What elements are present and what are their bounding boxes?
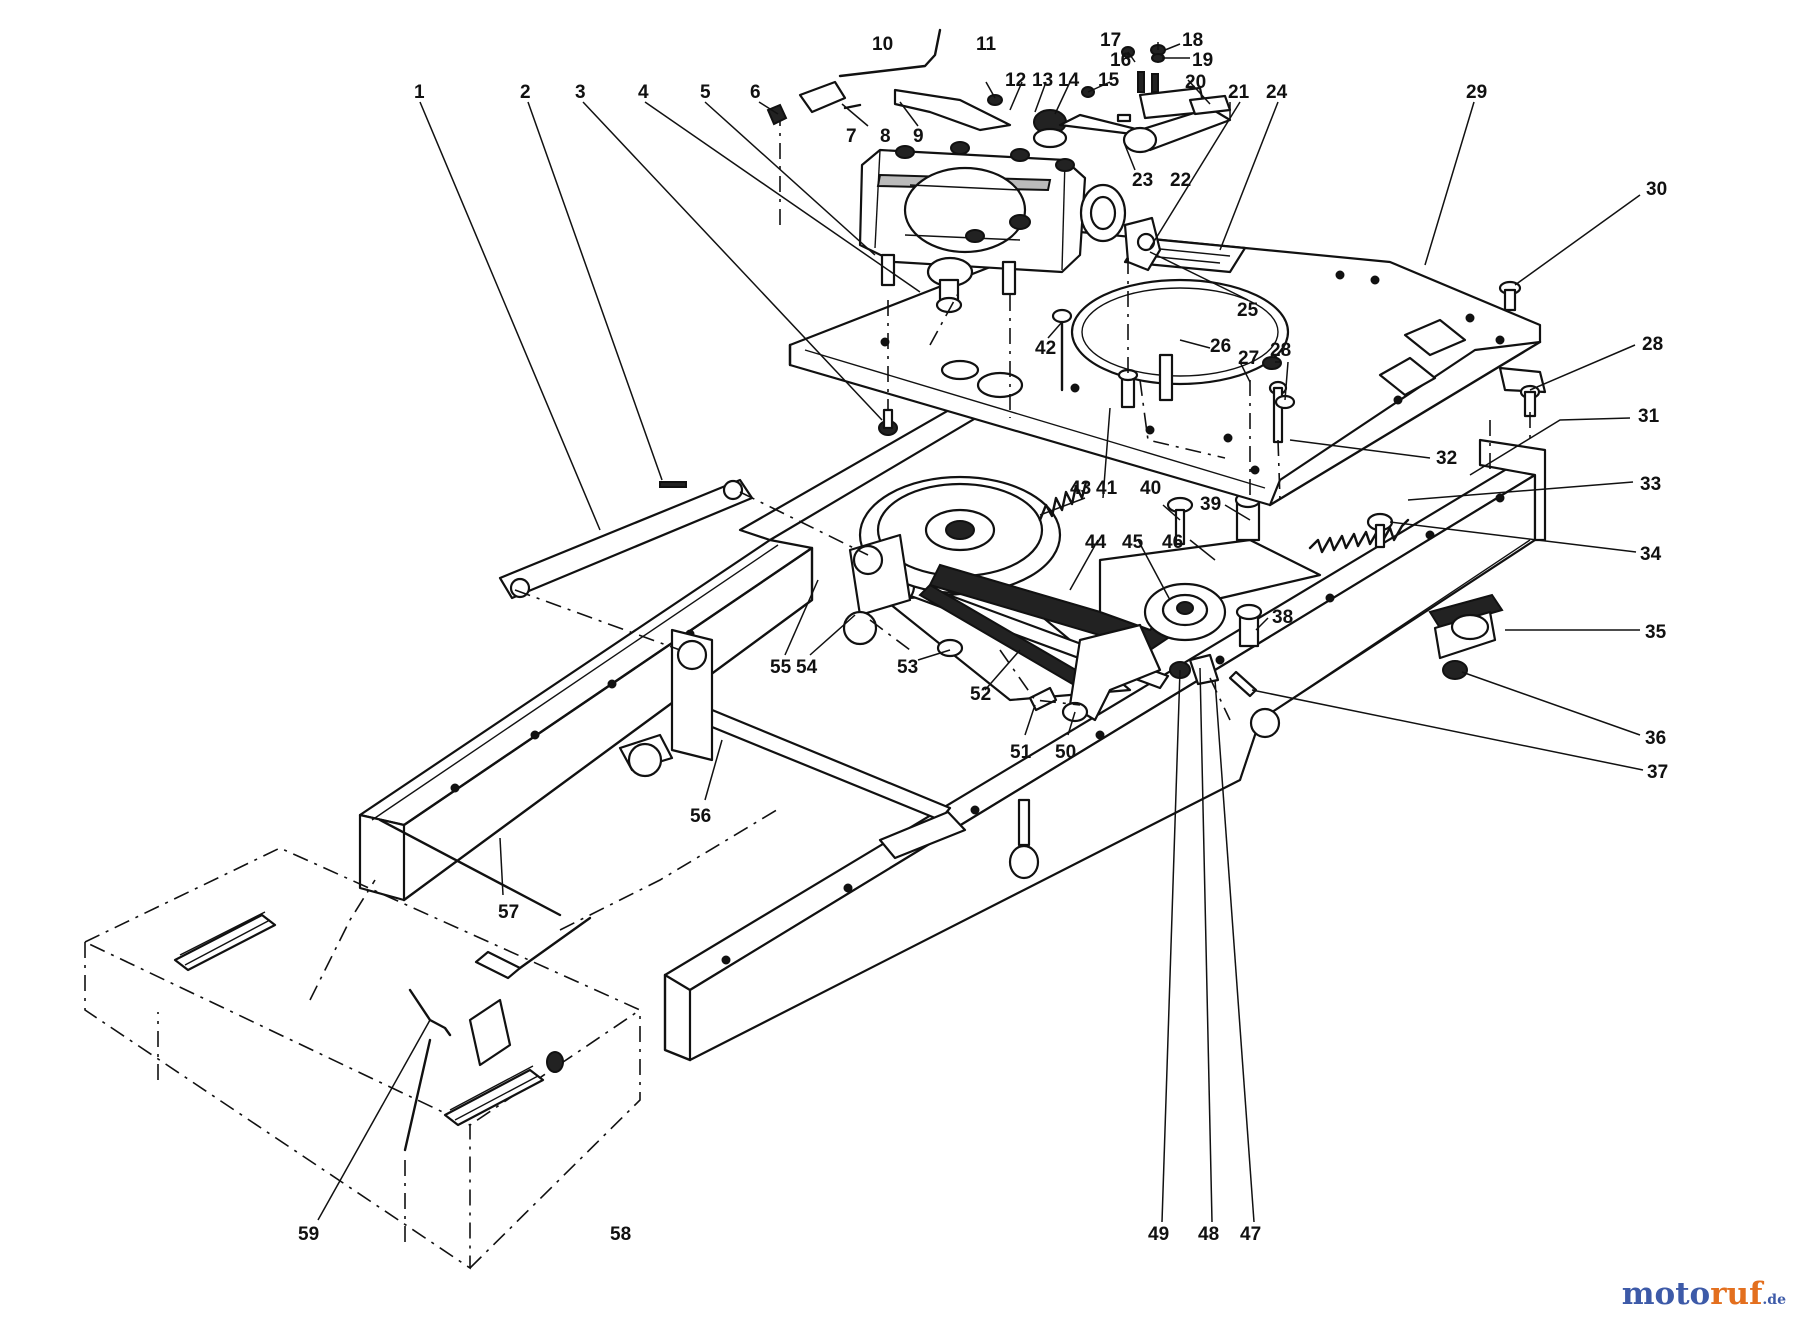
callout-9: 9	[913, 126, 924, 147]
callout-26: 26	[1210, 336, 1231, 357]
callout-42: 42	[1035, 338, 1056, 359]
callout-47: 47	[1240, 1224, 1261, 1245]
callout-28a: 28	[1270, 340, 1291, 361]
callout-19: 19	[1192, 50, 1213, 71]
callout-24: 24	[1266, 82, 1288, 103]
shift-linkage	[766, 28, 1232, 154]
callout-17: 17	[1100, 30, 1121, 51]
assembly-lines	[514, 120, 1531, 931]
front-box	[83, 847, 642, 1270]
callout-14: 14	[1058, 70, 1080, 91]
callout-41: 41	[1096, 478, 1118, 499]
callout-27: 27	[1238, 348, 1259, 369]
callout-6: 6	[750, 82, 761, 103]
callout-39: 39	[1200, 494, 1221, 515]
callout-29: 29	[1466, 82, 1487, 103]
callout-20: 20	[1185, 72, 1206, 93]
drive-pulley-assembly	[842, 475, 1410, 723]
callout-45: 45	[1122, 532, 1144, 553]
callout-12: 12	[1005, 70, 1026, 91]
callout-8: 8	[880, 126, 891, 147]
callout-56: 56	[690, 806, 711, 827]
callout-33: 33	[1640, 474, 1661, 495]
callout-35: 35	[1645, 622, 1667, 643]
callout-43: 43	[1070, 478, 1091, 499]
leader-lines	[317, 42, 1644, 1223]
callout-46: 46	[1162, 532, 1183, 553]
callout-31: 31	[1638, 406, 1660, 427]
callout-57: 57	[498, 902, 519, 923]
callout-36: 36	[1645, 728, 1666, 749]
callout-25: 25	[1237, 300, 1259, 321]
callout-54: 54	[796, 657, 818, 678]
callout-5: 5	[700, 82, 711, 103]
callout-58: 58	[610, 1224, 631, 1245]
callout-22: 22	[1170, 170, 1191, 191]
callout-16: 16	[1110, 50, 1131, 71]
callout-23: 23	[1132, 170, 1153, 191]
callout-3: 3	[575, 82, 586, 103]
callout-55: 55	[770, 657, 792, 678]
watermark-logo: motoruf.de	[1622, 1276, 1786, 1312]
callout-53: 53	[897, 657, 918, 678]
callout-21: 21	[1228, 82, 1250, 103]
callout-37: 37	[1647, 762, 1668, 783]
transaxle	[858, 109, 1162, 314]
callout-49: 49	[1148, 1224, 1169, 1245]
callout-30: 30	[1646, 179, 1667, 200]
callout-18: 18	[1182, 30, 1203, 51]
callout-10: 10	[872, 34, 893, 55]
callout-44: 44	[1085, 532, 1107, 553]
callout-15: 15	[1098, 70, 1120, 91]
callout-40: 40	[1140, 478, 1161, 499]
callout-7: 7	[846, 126, 857, 147]
watermark-part-3: .de	[1762, 1292, 1786, 1308]
callout-48: 48	[1198, 1224, 1219, 1245]
callout-28b: 28	[1642, 334, 1663, 355]
side-parts	[378, 280, 1541, 917]
watermark-part-1: moto	[1621, 1276, 1711, 1312]
callout-59: 59	[298, 1224, 319, 1245]
watermark-part-2: ruf	[1710, 1276, 1763, 1312]
callout-13: 13	[1032, 70, 1053, 91]
callout-11: 11	[976, 34, 997, 55]
callout-38: 38	[1272, 607, 1293, 628]
callout-34: 34	[1640, 544, 1662, 565]
callout-32: 32	[1436, 448, 1457, 469]
callout-2: 2	[520, 82, 531, 103]
callout-52: 52	[970, 684, 991, 705]
callout-labels: 1 2 3 4 5 6 7 8 9 10 11 12 13 14 15 16 1…	[298, 30, 1668, 1245]
callout-51: 51	[1010, 742, 1032, 763]
callout-1: 1	[414, 82, 425, 103]
callout-4: 4	[638, 82, 649, 103]
callout-50: 50	[1055, 742, 1076, 763]
